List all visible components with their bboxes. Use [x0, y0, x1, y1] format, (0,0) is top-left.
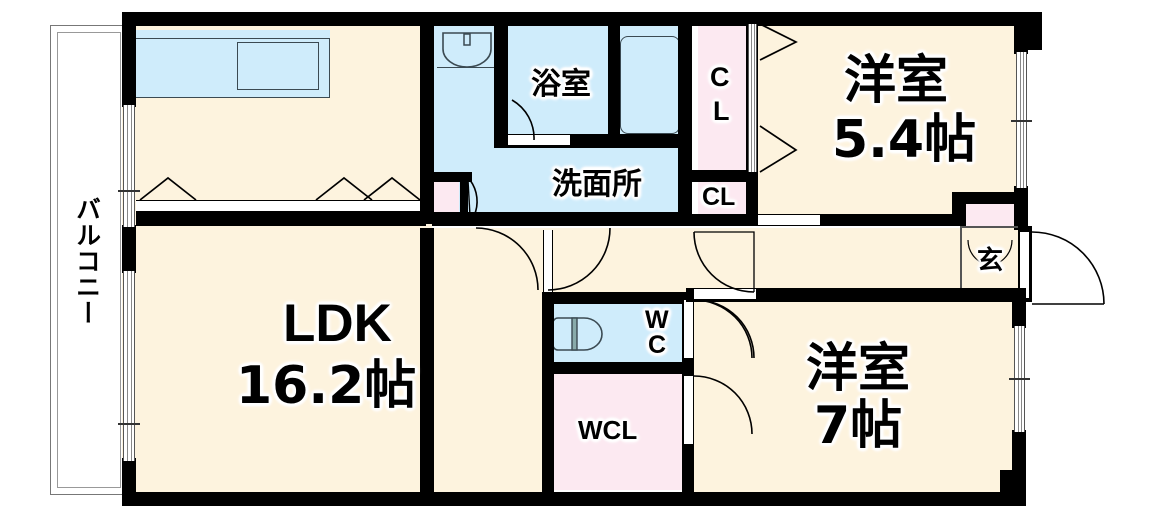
room1-name-label: 洋室 [844, 51, 949, 111]
closet-tall-fill [698, 24, 750, 174]
wall-washer-div [460, 176, 468, 222]
wall-wc-south [542, 362, 694, 374]
window-mullion-1 [118, 190, 140, 192]
entrance-step-vline [960, 226, 962, 296]
wall-washer-left [424, 172, 472, 182]
ldk-sliding-door-opening[interactable] [136, 200, 420, 212]
wall-cl-div [690, 170, 758, 182]
room2-size-label: 7帖 [814, 396, 903, 456]
balcony-label: バルコニー [72, 196, 102, 326]
entrance-door-opening[interactable] [1019, 232, 1030, 298]
ldk-fill [122, 20, 432, 498]
wall-top-mid [428, 12, 1028, 26]
hall-door-opening-center[interactable] [543, 230, 553, 292]
kitchen-counter-edge [130, 30, 330, 39]
kitchen-sink [237, 42, 319, 90]
wall-washroom-south [432, 212, 692, 226]
western-room-1-fill [758, 22, 1016, 220]
wall-bottom-right [686, 492, 1026, 506]
entrance-label: 玄 [977, 246, 1004, 276]
wall-hall-north-1 [432, 214, 444, 226]
wall-ldk-north-of-hall [136, 212, 426, 226]
wall-washroom-east [678, 22, 692, 220]
wall-washroom-bath-left [494, 22, 508, 146]
wcl-label: WCL [578, 415, 638, 445]
cl-tall-label-bottom: L [713, 96, 730, 126]
bath-door-opening[interactable] [508, 134, 570, 146]
wc-label-top: W [645, 306, 669, 334]
ldk-size-label: 16.2帖 [236, 356, 417, 416]
wcl-fill [550, 372, 686, 490]
wc-door-opening[interactable] [683, 300, 694, 358]
entrance-step-line [962, 226, 1018, 228]
wall-wc-west [542, 292, 554, 498]
bath-label: 浴室 [531, 67, 591, 102]
hallway-fill-2 [432, 228, 552, 498]
wall-entrance-north [952, 192, 1028, 204]
wall-ldk-east-lower [420, 228, 434, 506]
room2-window-mullion [1009, 378, 1030, 380]
wall-left-mid [122, 225, 136, 273]
room2-name-label: 洋室 [806, 339, 911, 399]
wall-left-upper [122, 12, 136, 107]
wcl-door-opening[interactable] [683, 376, 694, 444]
western-room-1-notch [758, 22, 1016, 42]
ldk-name-label: LDK [283, 294, 392, 353]
ldk-window-upper[interactable] [123, 105, 135, 227]
wall-room1-east-upper [1014, 12, 1028, 54]
cl-small-label: CL [702, 183, 736, 211]
window-mullion-2 [118, 423, 140, 425]
wall-wc-north [542, 292, 694, 304]
balcony-inner-rail [57, 32, 121, 488]
room1-size-label: 5.4帖 [832, 110, 977, 170]
washroom-label: 洗面所 [552, 167, 642, 202]
room1-door-opening[interactable] [758, 214, 820, 226]
entrance-closet [962, 200, 1018, 226]
wall-cl-group-south [690, 214, 758, 226]
cl-tall-label-top: C [710, 62, 730, 92]
wc-label-bottom: C [648, 331, 667, 359]
wall-bath-tub-div [608, 22, 620, 146]
wall-room2-north [686, 288, 1026, 302]
closet-small-fill [698, 182, 750, 220]
wall-bottom [122, 492, 688, 506]
bathtub [620, 36, 680, 134]
wash-basin-counter [437, 26, 497, 68]
room2-door-opening[interactable] [694, 288, 756, 300]
entrance-door-arc [1031, 231, 1105, 305]
room1-window-mullion [1011, 120, 1032, 122]
cl-tall-door[interactable] [748, 24, 757, 172]
wall-room2-east-upper [1012, 288, 1026, 328]
ldk-window-lower[interactable] [123, 271, 135, 461]
wall-top-left [122, 12, 442, 26]
wall-ldk-east-upper [420, 12, 434, 224]
wall-room2-corner-notch [1000, 470, 1026, 506]
